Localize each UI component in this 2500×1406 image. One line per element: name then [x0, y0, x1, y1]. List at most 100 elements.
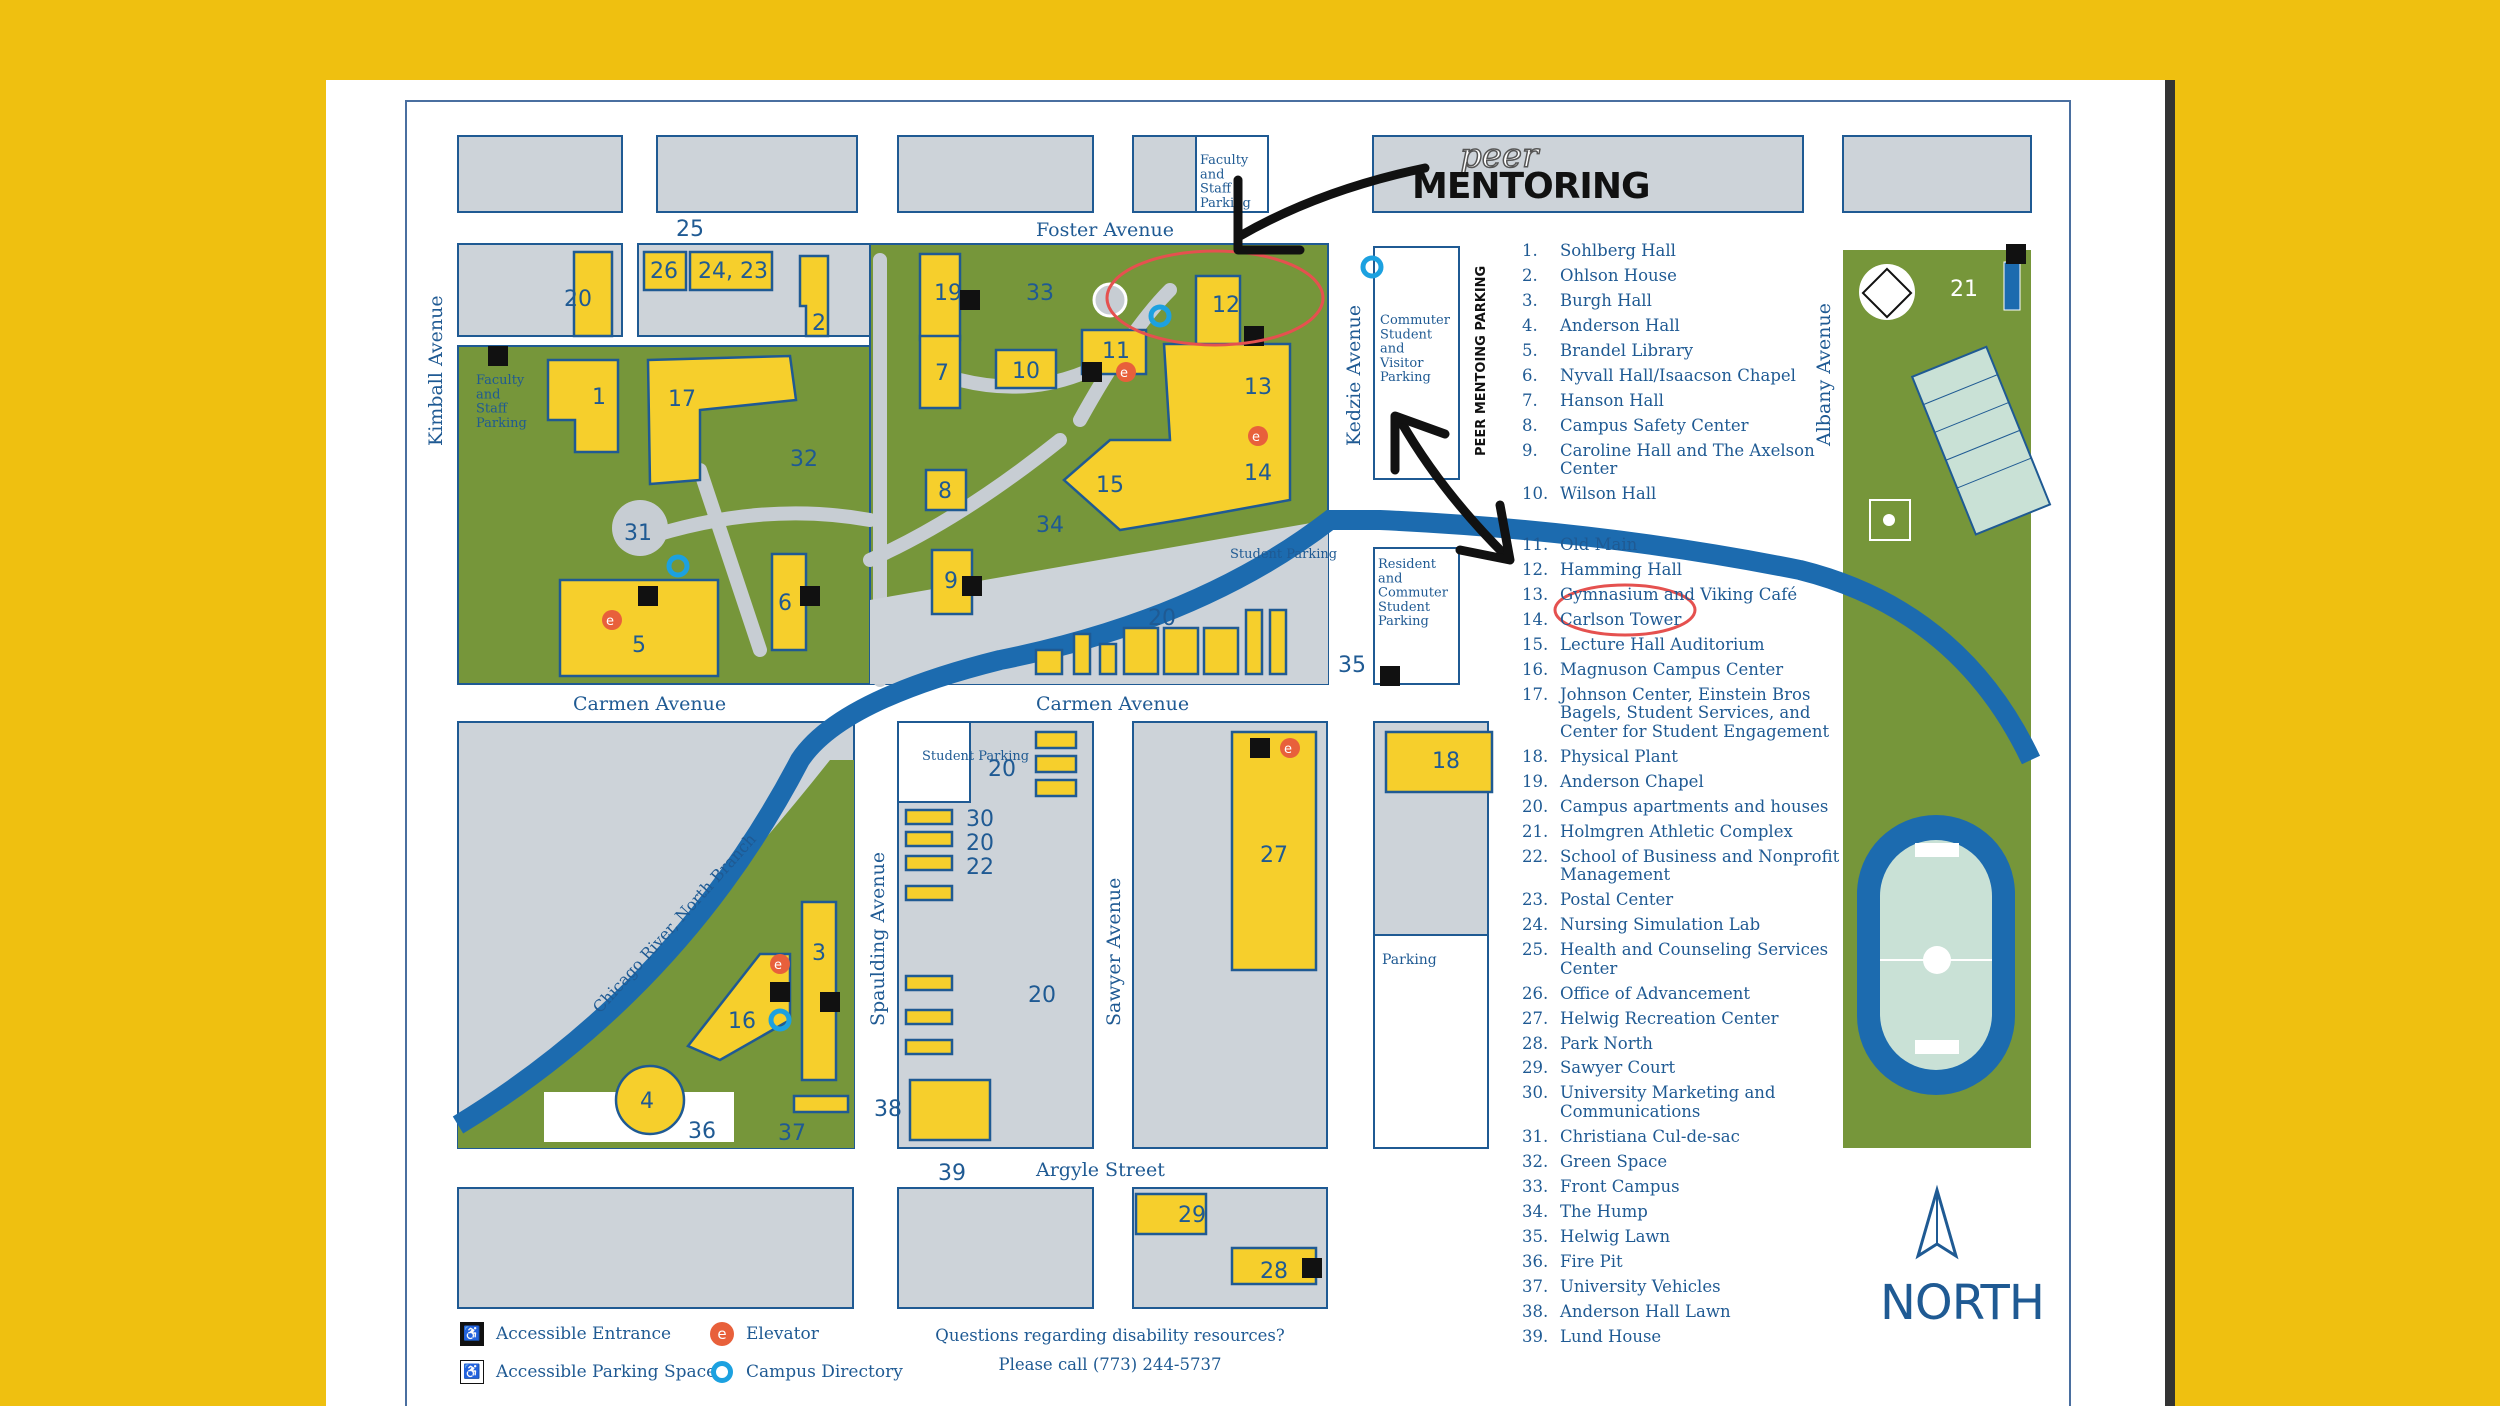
- chicago-river: [452, 510, 2041, 1134]
- legend-number: 3.: [1522, 290, 1538, 310]
- street-spaulding: Spaulding Avenue: [867, 852, 889, 1026]
- legend-item: 1.Sohlberg Hall: [1522, 241, 1852, 260]
- directory-icon: [768, 1008, 792, 1032]
- map-number-33: 33: [1026, 281, 1054, 306]
- legend-number: 10.: [1522, 484, 1549, 504]
- legend-item: 7.Hanson Hall: [1522, 390, 1852, 410]
- legend-number: 8.: [1522, 415, 1538, 435]
- map-frame: [405, 100, 2071, 1406]
- legend-name: Johnson Center, Einstein Bros Bagels, St…: [1560, 684, 1830, 741]
- elevator-icon: e: [1280, 738, 1300, 758]
- building-18: [1384, 730, 1494, 794]
- building-8: [924, 468, 968, 512]
- accessible-entrance-icon: [1302, 1258, 1322, 1278]
- directory-icon: [1360, 255, 1384, 279]
- building-2: [798, 254, 830, 338]
- accessible-parking-key-icon: ♿: [460, 1360, 484, 1384]
- legend-number: 18.: [1522, 746, 1549, 766]
- legend-item: 6.Nyvall Hall/Isaacson Chapel: [1522, 365, 1852, 385]
- legend-number: 38.: [1522, 1301, 1549, 1321]
- north-label: NORTH: [1880, 1275, 2045, 1331]
- legend-name: Caroline Hall and The Axelson Center: [1560, 440, 1815, 479]
- legend-item: 29.Sawyer Court: [1522, 1058, 1852, 1078]
- legend-number: 12.: [1522, 560, 1549, 580]
- legend-item: 20.Campus apartments and houses: [1522, 796, 1852, 816]
- legend-item: 25.Health and Counseling Services Center: [1522, 940, 1852, 978]
- legend-name: Carlson Tower: [1560, 610, 1682, 630]
- map-number-20-student: 20: [988, 757, 1016, 782]
- map-number-20-spaulding: 20: [966, 831, 994, 856]
- legend-name: Campus Safety Center: [1560, 415, 1749, 435]
- city-block: [457, 135, 623, 213]
- directory-icon: [666, 554, 690, 578]
- map-number-38: 38: [874, 1097, 902, 1122]
- map-number-16: 16: [728, 1009, 756, 1034]
- contact-question: Questions regarding disability resources…: [935, 1326, 1285, 1345]
- map-number-4: 4: [640, 1089, 654, 1114]
- legend-name: The Hump: [1560, 1201, 1648, 1221]
- accessible-entrance-icon: [638, 586, 658, 606]
- map-number-18: 18: [1432, 749, 1460, 774]
- key-elevator: e Elevator: [710, 1322, 819, 1346]
- legend-name: Nyvall Hall/Isaacson Chapel: [1560, 365, 1796, 385]
- legend-name: Health and Counseling Services Center: [1560, 940, 1829, 978]
- map-number-36: 36: [688, 1119, 716, 1144]
- bottom-block-2: [897, 1187, 1094, 1309]
- legend-number: 29.: [1522, 1058, 1549, 1078]
- legend-name: School of Business and Nonprofit Managem…: [1560, 846, 1840, 885]
- legend-item: 30.University Marketing and Communicatio…: [1522, 1084, 1852, 1121]
- accessible-entrance-icon: [960, 290, 980, 310]
- map-number-8: 8: [938, 479, 952, 504]
- legend-item: 9. Caroline Hall and The Axelson Center: [1522, 440, 1852, 479]
- map-number-6: 6: [778, 591, 792, 616]
- legend-item: 23.Postal Center: [1522, 890, 1852, 909]
- legend-item: 16.Magnuson Campus Center: [1522, 660, 1852, 679]
- peer-word: peer: [1459, 135, 1539, 177]
- legend-item: 31.Christiana Cul-de-sac: [1522, 1127, 1852, 1146]
- student-parking-south-label: Student Parking: [922, 749, 1029, 764]
- legend-name: University Marketing and Communications: [1560, 1083, 1776, 1121]
- building-26: [642, 250, 688, 292]
- legend-number: 24.: [1522, 915, 1549, 935]
- legend-item: 19.Anderson Chapel: [1522, 772, 1852, 791]
- map-number-20-south: 20: [1028, 983, 1056, 1008]
- legend-name: Hanson Hall: [1560, 390, 1664, 410]
- building-39: [908, 1078, 992, 1142]
- elevator-key-icon: e: [710, 1322, 734, 1346]
- elevator-icon: e: [602, 610, 622, 630]
- legend-number: 32.: [1522, 1151, 1549, 1171]
- legend-number: 20.: [1522, 796, 1549, 816]
- legend-name: Hamming Hall: [1560, 560, 1683, 580]
- legend-number: 16.: [1522, 660, 1549, 679]
- key-label: Elevator: [746, 1324, 819, 1344]
- accessible-entrance-icon: [1082, 362, 1102, 382]
- map-number-29: 29: [1178, 1203, 1206, 1228]
- legend-name: Old Main: [1560, 535, 1638, 555]
- legend-name: Office of Advancement: [1560, 983, 1750, 1003]
- legend-item: 39.Lund House: [1522, 1327, 1852, 1346]
- student-parking-south-lot: [897, 721, 971, 803]
- map-icons: e e e e e: [488, 244, 2026, 1278]
- faculty-parking-top-lot: [1195, 135, 1269, 213]
- legend-number: 22.: [1522, 846, 1549, 866]
- legend-name: Anderson Hall: [1560, 315, 1680, 335]
- legend-item: 21.Holmgren Athletic Complex: [1522, 822, 1852, 841]
- accessible-entrance-icon: [488, 346, 508, 366]
- disability-contact: Questions regarding disability resources…: [935, 1322, 1285, 1380]
- legend-number: 14.: [1522, 610, 1549, 630]
- map-number-20-north: 20: [564, 287, 592, 312]
- legend-number: 9.: [1522, 440, 1538, 460]
- legend-number: 33.: [1522, 1176, 1549, 1196]
- legend-item: 3.Burgh Hall: [1522, 290, 1852, 310]
- street-albany: Albany Avenue: [1813, 303, 1835, 447]
- map-number-10: 10: [1012, 359, 1040, 384]
- map-number-5: 5: [632, 633, 646, 658]
- legend-number: 5.: [1522, 340, 1538, 360]
- legend-name: Fire Pit: [1560, 1251, 1623, 1271]
- elevator-icon: e: [1248, 426, 1268, 446]
- city-block: [656, 135, 858, 213]
- east-parking-lot: [1373, 934, 1489, 1149]
- map-number-39: 39: [938, 1161, 966, 1186]
- street-kedzie: Kedzie Avenue: [1343, 305, 1365, 446]
